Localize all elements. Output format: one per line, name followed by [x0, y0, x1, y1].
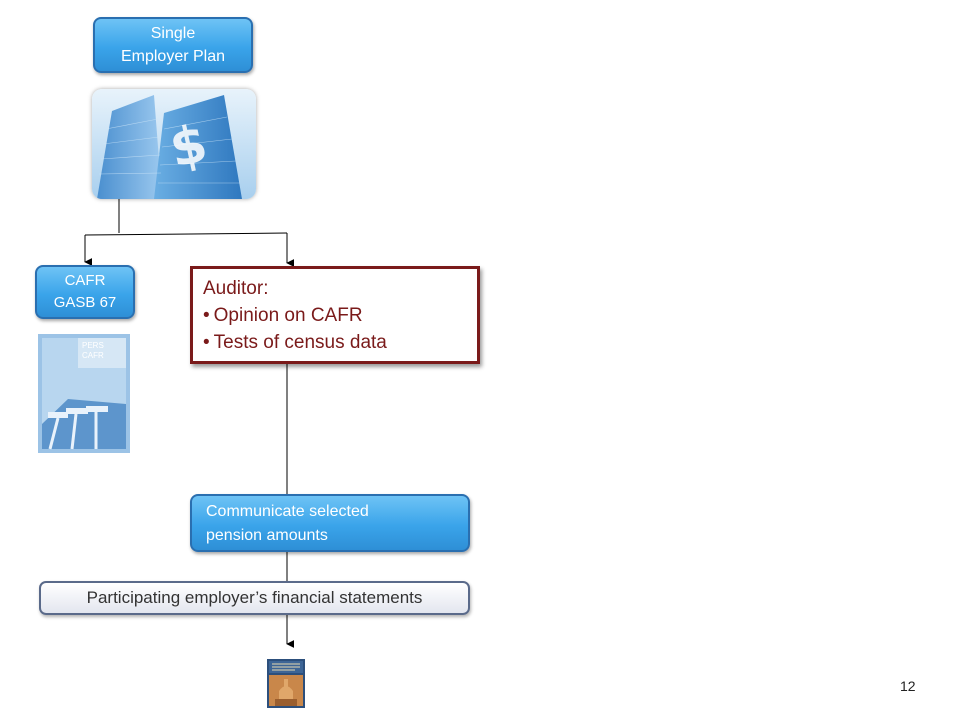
cafr-line1: CAFR — [64, 272, 106, 289]
auditor-item-opinion: Opinion on CAFR — [203, 302, 467, 329]
cafr-line2: GASB 67 — [53, 294, 117, 311]
cafr-gasb67-box: CAFR GASB 67 — [35, 265, 135, 319]
pers-cafr-cover-image: PERS CAFR — [38, 334, 130, 453]
cafr-cover-line1: PERS — [82, 341, 104, 350]
cafr-cover-line2: CAFR — [82, 351, 104, 360]
auditor-item-census: Tests of census data — [203, 329, 467, 356]
connector-split-horizontal — [84, 232, 288, 236]
single-line1: Single — [150, 25, 196, 42]
single-line2: Employer Plan — [120, 48, 226, 65]
auditor-title: Auditor: — [203, 278, 269, 299]
page-number: 12 — [900, 678, 916, 694]
skyscraper-dollar-image: $ — [92, 89, 256, 199]
auditor-box: Auditor: Opinion on CAFR Tests of census… — [190, 266, 480, 364]
auditor-list: Opinion on CAFR Tests of census data — [203, 302, 467, 356]
single-employer-plan-box: Single Employer Plan — [93, 17, 253, 73]
comm-line1: Communicate selected — [206, 503, 369, 520]
communicate-amounts-box: Communicate selected pension amounts — [190, 494, 470, 552]
capitol-report-cover-image — [267, 659, 305, 708]
employer-statements-box: Participating employer’s financial state… — [39, 581, 470, 615]
comm-line2: pension amounts — [206, 527, 328, 544]
